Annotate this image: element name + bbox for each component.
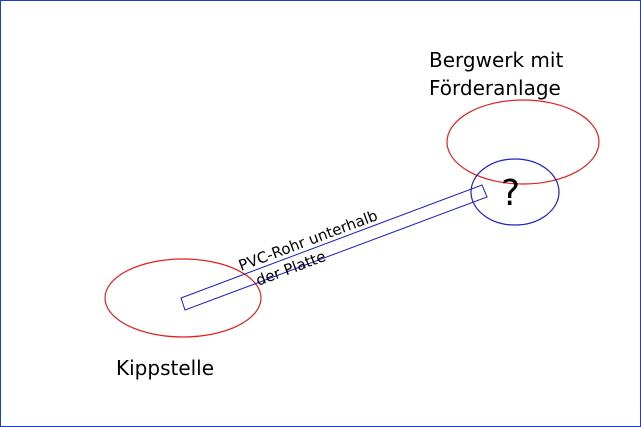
mine-label-line1: Bergwerk mit: [429, 48, 563, 72]
pvc-pipe: [180, 184, 488, 311]
dump-zone: [104, 258, 262, 338]
unknown-marker: ?: [501, 173, 520, 214]
mine-zone: [446, 99, 600, 185]
dump-label: Kippstelle: [116, 356, 214, 380]
pipe-label-group: PVC-Rohr unterhalb der Platte: [236, 206, 380, 289]
unknown-zone: [470, 158, 560, 226]
mine-label-line2: Förderanlage: [429, 76, 561, 100]
